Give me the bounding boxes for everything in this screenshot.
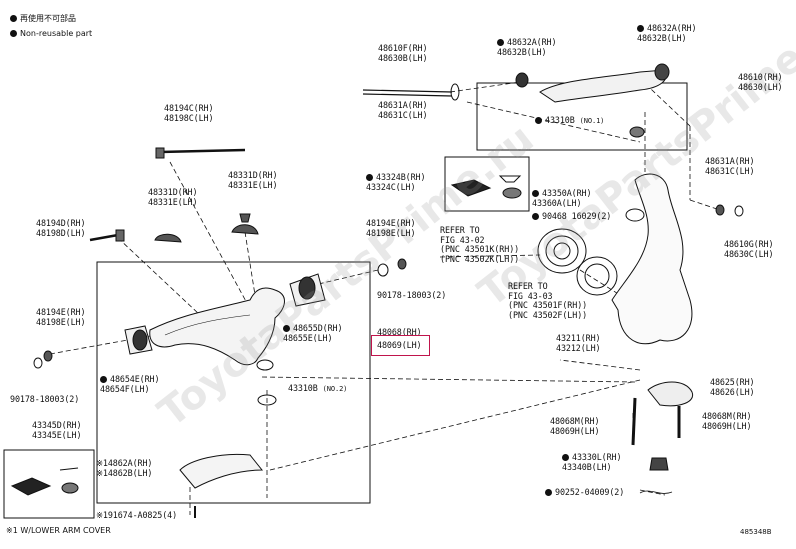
part-label-48331d-b[interactable]: 48331D(RH) 48331E(LH) (148, 187, 198, 207)
part-label-48068m-right[interactable]: 48068M(RH) 48069H(LH) (702, 411, 752, 431)
non-reusable-icon (100, 375, 107, 383)
part-label-48632a-left[interactable]: 48632A(RH) 48632B(LH) (497, 37, 557, 57)
part-label-48610f[interactable]: 48610F(RH) 48630B(LH) (378, 43, 428, 63)
part-label-43310b-no2[interactable]: 43310B (NO.2) (288, 383, 348, 393)
non-reusable-icon (497, 38, 504, 46)
legend-item-japanese: 再使用不可部品 (10, 14, 76, 24)
part-label-43330l[interactable]: 43330L(RH) 43340B(LH) (562, 452, 622, 472)
bullet-icon (10, 14, 17, 22)
lower-arm-drawing (149, 287, 285, 518)
non-reusable-icon (637, 24, 644, 32)
cover-kit-drawing (10, 467, 79, 496)
non-reusable-icon (562, 453, 569, 461)
refer-note-43-02[interactable]: REFER TO FIG 43-02 (PNC 43501K(RH)) (PNC… (440, 225, 520, 264)
cover-kit-box (3, 449, 95, 519)
part-label-48655d[interactable]: 48655D(RH) 48655E(LH) (283, 323, 343, 343)
part-label-48610[interactable]: 48610(RH) 48630(LH) (738, 72, 783, 92)
bullet-icon (10, 29, 17, 37)
part-label-48331d-a[interactable]: 48331D(RH) 48331E(LH) (228, 170, 278, 190)
pad-kit-box (444, 156, 530, 212)
upper-arm-drawing (362, 63, 744, 217)
part-label-90178-mid[interactable]: 90178-18003(2) (377, 290, 447, 300)
part-label-90468[interactable]: 90468 16029(2) (532, 211, 611, 222)
part-label-48069-selected[interactable]: 48069(LH) (377, 340, 422, 350)
part-label-90178-left[interactable]: 90178-18003(2) (10, 394, 80, 404)
non-reusable-icon (535, 116, 542, 124)
part-label-43345d[interactable]: 43345D(RH) 43345E(LH) (32, 420, 82, 440)
part-label-48194e-mid[interactable]: 48194E(RH) 48198E(LH) (366, 218, 416, 238)
part-label-48068[interactable]: 48068(RH) (377, 327, 422, 337)
part-label-43310b-no1[interactable]: 43310B (NO.1) (535, 115, 604, 127)
knuckle-drawing (537, 173, 694, 494)
part-label-43211[interactable]: 43211(RH) 43212(LH) (556, 333, 601, 353)
part-label-48194e-left[interactable]: 48194E(RH) 48198E(LH) (36, 307, 86, 327)
non-reusable-icon (366, 173, 373, 181)
part-label-48631a-right[interactable]: 48631A(RH) 48631C(LH) (705, 156, 755, 176)
part-label-48194c[interactable]: 48194C(RH) 48198C(LH) (164, 103, 214, 123)
non-reusable-icon (532, 212, 539, 220)
part-label-48654e[interactable]: 48654E(RH) 48654F(LH) (100, 374, 160, 394)
refer-note-43-03[interactable]: REFER TO FIG 43-03 (PNC 43501F(RH)) (PNC… (508, 281, 588, 320)
part-label-48194d[interactable]: 48194D(RH) 48198D(LH) (36, 218, 86, 238)
legend-item-nonreusable: Non-reusable part (10, 29, 92, 39)
lower-arm-box (96, 261, 371, 504)
selected-part-highlight (371, 335, 430, 356)
part-label-48632a-right[interactable]: 48632A(RH) 48632B(LH) (637, 23, 697, 43)
part-label-90252[interactable]: 90252-04009(2) (545, 487, 624, 498)
non-reusable-icon (545, 488, 552, 496)
part-label-191674[interactable]: ※191674-A0825(4) (96, 510, 178, 520)
part-label-43324b[interactable]: 43324B(RH) 43324C(LH) (366, 172, 426, 192)
figure-number: 485348B (740, 528, 772, 536)
non-reusable-icon (532, 189, 539, 197)
non-reusable-icon (283, 324, 290, 332)
footnote-comment: ※1 W/LOWER ARM COVER (6, 526, 111, 535)
part-label-14862a[interactable]: ※14862A(RH) ※14862B(LH) (96, 458, 153, 478)
bolt-drawing (33, 147, 407, 369)
part-label-43350a[interactable]: 43350A(RH) 43360A(LH) (532, 188, 592, 208)
part-label-48631a[interactable]: 48631A(RH) 48631C(LH) (378, 100, 428, 120)
pad-kit-drawing (450, 175, 522, 199)
part-label-48068m-left[interactable]: 48068M(RH) 48069H(LH) (550, 416, 600, 436)
part-label-48610g[interactable]: 48610G(RH) 48630C(LH) (724, 239, 774, 259)
part-label-48625[interactable]: 48625(RH) 48626(LH) (710, 377, 755, 397)
